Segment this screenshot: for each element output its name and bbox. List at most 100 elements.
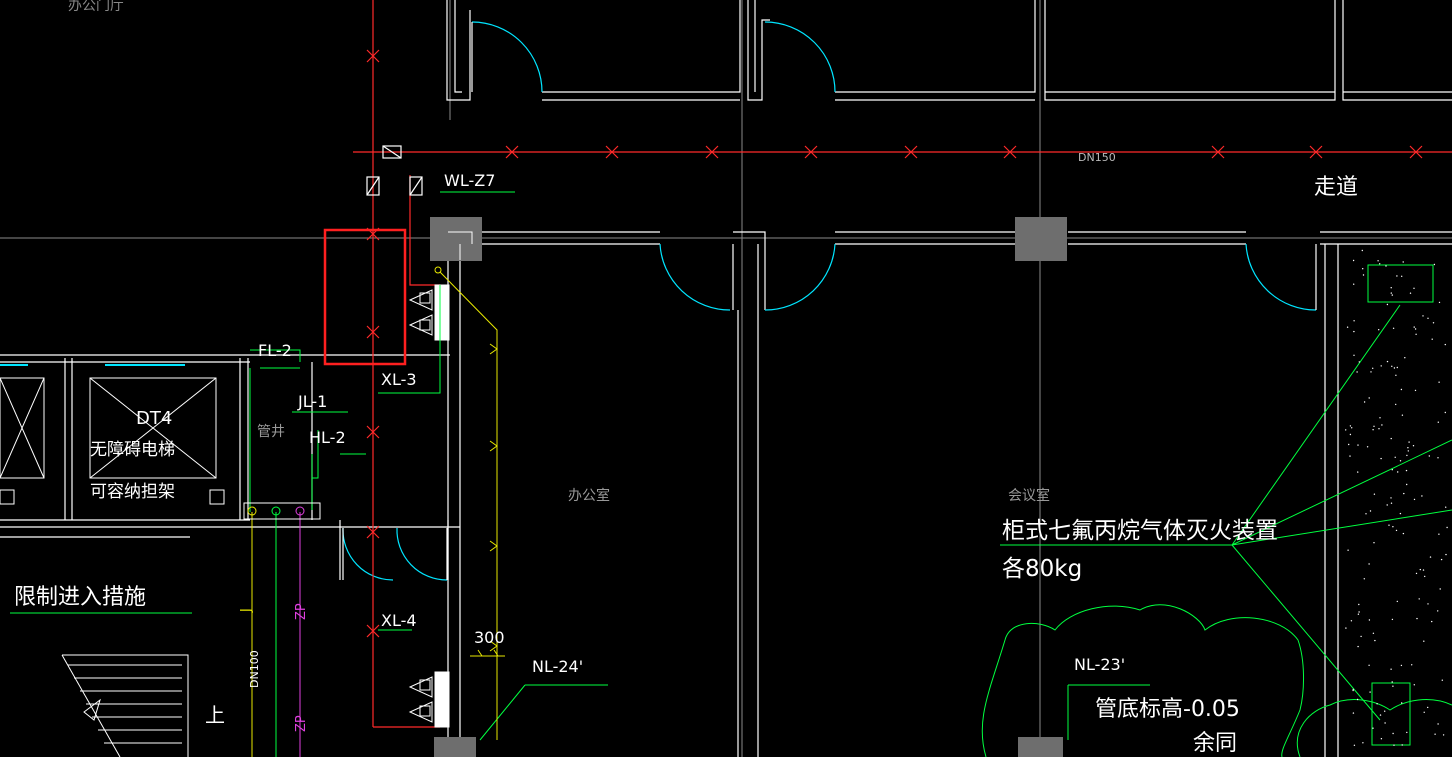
label-shaft: 管井 <box>257 424 285 440</box>
hatch-dot <box>1384 722 1386 724</box>
hatch-dot <box>1393 367 1396 369</box>
hatch-dot <box>1357 471 1359 473</box>
label-extinguisher-line2: 各80kg <box>1002 556 1082 582</box>
hatch-dot <box>1431 338 1433 340</box>
hatch-dot <box>1392 732 1394 735</box>
label-elevator-line2: 可容纳担架 <box>90 482 175 502</box>
hatch-dot <box>1352 712 1355 714</box>
hatch-dot <box>1413 326 1415 328</box>
label-xl-3: XL-3 <box>381 370 417 389</box>
hatch-dot <box>1399 460 1402 462</box>
hatch-dot <box>1437 723 1439 725</box>
hatch-dot <box>1437 457 1439 459</box>
hatch-dot <box>1428 455 1431 457</box>
hatch-dot <box>1445 506 1447 508</box>
hatch-dot <box>1392 526 1394 528</box>
label-extinguisher-line1: 柜式七氟丙烷气体灭火装置 <box>1002 518 1278 544</box>
waste-pipe-w <box>434 266 505 740</box>
hatch-dot <box>1369 510 1372 512</box>
hatch-dot <box>1442 734 1445 736</box>
hatch-dot <box>1429 556 1432 558</box>
hatch-dot <box>1427 603 1429 605</box>
label-jl-1: JL-1 <box>297 392 327 411</box>
hatch-dot <box>1390 437 1392 440</box>
hatch-dot <box>1423 711 1425 713</box>
selection-highlight-box[interactable] <box>323 228 407 366</box>
hatch-dot <box>1427 317 1429 319</box>
hatch-dot <box>1374 639 1376 642</box>
hatch-dot <box>1352 688 1354 691</box>
hatch-dot <box>1356 371 1358 373</box>
hatch-dot <box>1349 425 1352 427</box>
hatch-dot <box>1391 294 1394 296</box>
hatch-dot <box>1413 498 1416 501</box>
hatch-dot <box>1446 526 1448 529</box>
hatch-dot <box>1444 411 1447 414</box>
hatch-dot <box>1440 558 1443 561</box>
label-elevation-note: 管底标高-0.05 <box>1095 697 1240 722</box>
hatch-dot <box>1406 454 1408 457</box>
hatch-dot <box>1419 568 1422 571</box>
hatch-dot <box>1414 389 1417 392</box>
hatch-dot <box>1405 469 1408 472</box>
hatch-dot <box>1373 493 1376 495</box>
hatch-dot <box>1445 553 1447 556</box>
hatch-dot <box>1390 502 1393 504</box>
hatch-dot <box>1353 330 1355 333</box>
hatch-dot <box>1380 457 1382 460</box>
label-meeting-room: 会议室 <box>1008 487 1050 504</box>
hatch-dot <box>1386 360 1389 363</box>
hatch-dot <box>1353 320 1355 322</box>
hatch-dot <box>1380 365 1382 367</box>
hatch-dot <box>1390 287 1392 289</box>
hatch-dot <box>1437 421 1440 423</box>
hatch-dot <box>1356 698 1359 701</box>
hatch-dot <box>1438 301 1441 304</box>
hatch-dot <box>1378 329 1380 331</box>
hatch-dot <box>1415 572 1418 575</box>
label-pipe-dn150: DN150 <box>1078 151 1116 164</box>
label-same-note: 余同 <box>1193 731 1237 756</box>
hatch-dot <box>1372 429 1374 431</box>
shaft-pipes <box>243 502 321 757</box>
hatch-dot <box>1373 425 1375 427</box>
hatch-dot <box>1358 603 1360 606</box>
hatch-dot <box>1422 315 1424 317</box>
hatch-dot <box>1368 619 1371 621</box>
hatch-dot <box>1401 275 1403 277</box>
hatch-dot <box>1437 610 1439 612</box>
label-corridor: 走道 <box>1314 175 1358 200</box>
label-pipe-zp-lower: ZP <box>294 715 309 732</box>
label-nl-24: NL-24' <box>532 657 583 676</box>
elevator-shafts <box>0 364 225 505</box>
hatch-dot <box>1352 259 1355 262</box>
hatch-dot <box>1391 618 1394 621</box>
hatch-dot <box>1391 681 1393 683</box>
hatch-dot <box>1385 265 1387 267</box>
hatch-dot <box>1406 731 1408 734</box>
hatch-dot <box>1358 611 1360 613</box>
hatch-dot <box>1400 664 1403 667</box>
hatch-dot <box>1353 283 1355 285</box>
hatch-dot <box>1390 668 1392 670</box>
hatch-dot <box>1394 456 1396 458</box>
hatch-dot <box>1423 640 1425 642</box>
hatch-dot <box>1392 685 1394 687</box>
hatch-dot <box>1432 322 1435 324</box>
hatch-dot <box>1345 627 1347 629</box>
hatch-dot <box>1418 598 1420 600</box>
hatch-dot <box>1361 249 1364 252</box>
hatch-dot <box>1362 742 1364 744</box>
hatch-dot <box>1351 427 1353 429</box>
label-wl-z7: WL-Z7 <box>444 171 495 190</box>
label-dim-300: 300 <box>474 628 505 647</box>
hatch-dot <box>1357 613 1360 615</box>
hatch-dot <box>1368 397 1370 399</box>
label-hl-2: HL-2 <box>309 428 346 447</box>
label-top-room: 办公门厅 <box>68 0 124 14</box>
hatch-dot <box>1390 497 1392 499</box>
hatch-dot <box>1353 354 1355 356</box>
